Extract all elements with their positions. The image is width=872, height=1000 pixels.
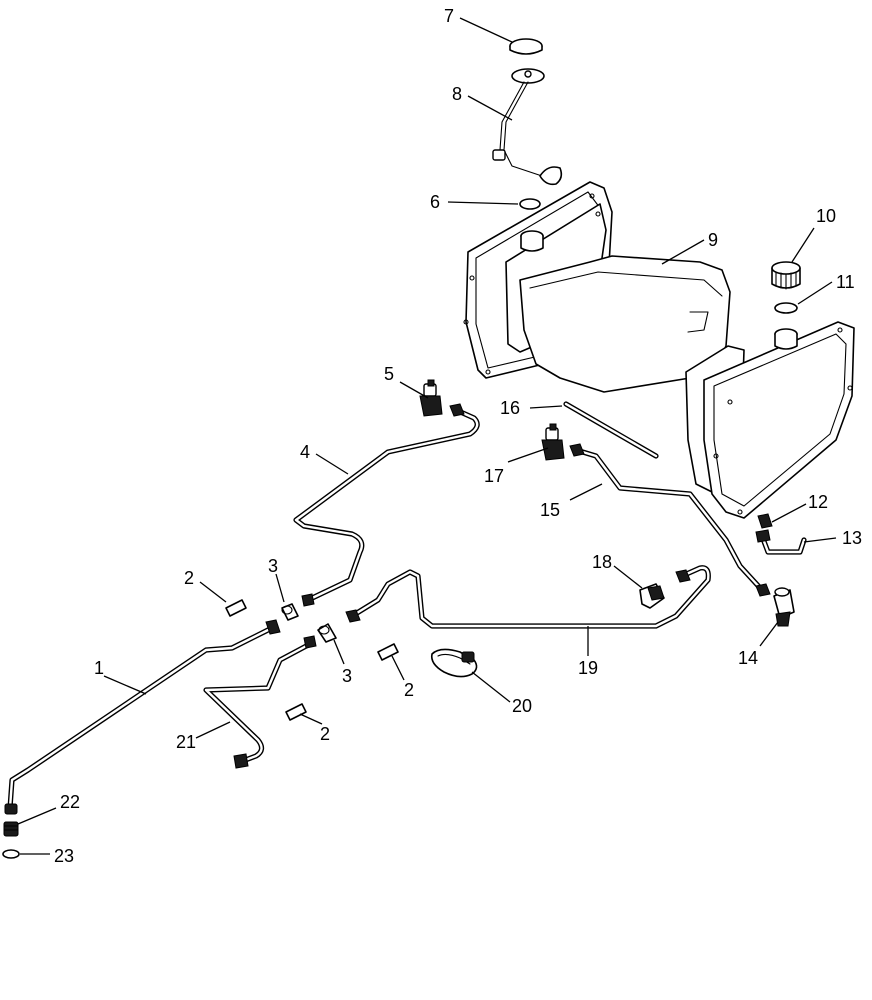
callout-20: 20 [512, 696, 532, 716]
callout-17: 17 [484, 466, 504, 486]
callout-1: 1 [94, 658, 104, 678]
callout-23: 23 [54, 846, 74, 866]
fuel-line-15 [569, 443, 771, 597]
callout-2a: 2 [184, 568, 194, 588]
return-hose [563, 401, 659, 459]
fuel-line-21 [203, 635, 317, 769]
fuel-line-4 [293, 403, 480, 607]
callout-18: 18 [592, 552, 612, 572]
callout-6: 6 [430, 192, 440, 212]
callout-16: 16 [500, 398, 520, 418]
sender-o-ring [519, 198, 541, 210]
callout-5: 5 [384, 364, 394, 384]
callout-21: 21 [176, 732, 196, 752]
fuel-level-sender [492, 68, 563, 186]
callout-11: 11 [836, 272, 855, 292]
callout-13: 13 [842, 528, 862, 548]
sleeve-2a [225, 599, 247, 617]
callout-7: 7 [444, 6, 454, 26]
sleeve-2c [285, 703, 307, 721]
callout-numbers: 7 8 6 9 10 11 5 16 4 17 15 12 13 3 2 18 … [54, 6, 862, 866]
leader-lines [17, 17, 837, 855]
nut-3b [317, 623, 337, 643]
callout-10: 10 [816, 206, 836, 226]
line-clip-20 [430, 648, 478, 678]
callout-19: 19 [578, 658, 598, 678]
fuel-line-1 [7, 619, 281, 811]
callout-2b: 2 [404, 680, 414, 700]
elbow-fitting-17 [541, 423, 565, 461]
filler-cap [771, 261, 801, 290]
callout-8: 8 [452, 84, 462, 104]
callout-2c: 2 [320, 724, 330, 744]
drain-tap-14 [773, 587, 795, 627]
callout-3a: 3 [268, 556, 278, 576]
callout-22: 22 [60, 792, 80, 812]
filler-seal [774, 302, 798, 314]
nut-3a [281, 603, 299, 621]
drain-fitting-12 [757, 513, 773, 529]
callout-12: 12 [808, 492, 828, 512]
callout-14: 14 [738, 648, 758, 668]
banjo-fitting-18 [639, 583, 665, 609]
fuel-line-19 [345, 565, 711, 629]
drain-pipe-13 [755, 529, 807, 555]
elbow-fitting-5 [419, 379, 443, 417]
callout-9: 9 [708, 230, 718, 250]
sleeve-2b [377, 643, 399, 661]
adapter-22 [3, 803, 19, 837]
callout-4: 4 [300, 442, 310, 462]
callout-3b: 3 [342, 666, 352, 686]
fuel-tank [463, 181, 855, 519]
callout-15: 15 [540, 500, 560, 520]
tank-cap [509, 38, 543, 55]
washer-23 [2, 849, 20, 859]
